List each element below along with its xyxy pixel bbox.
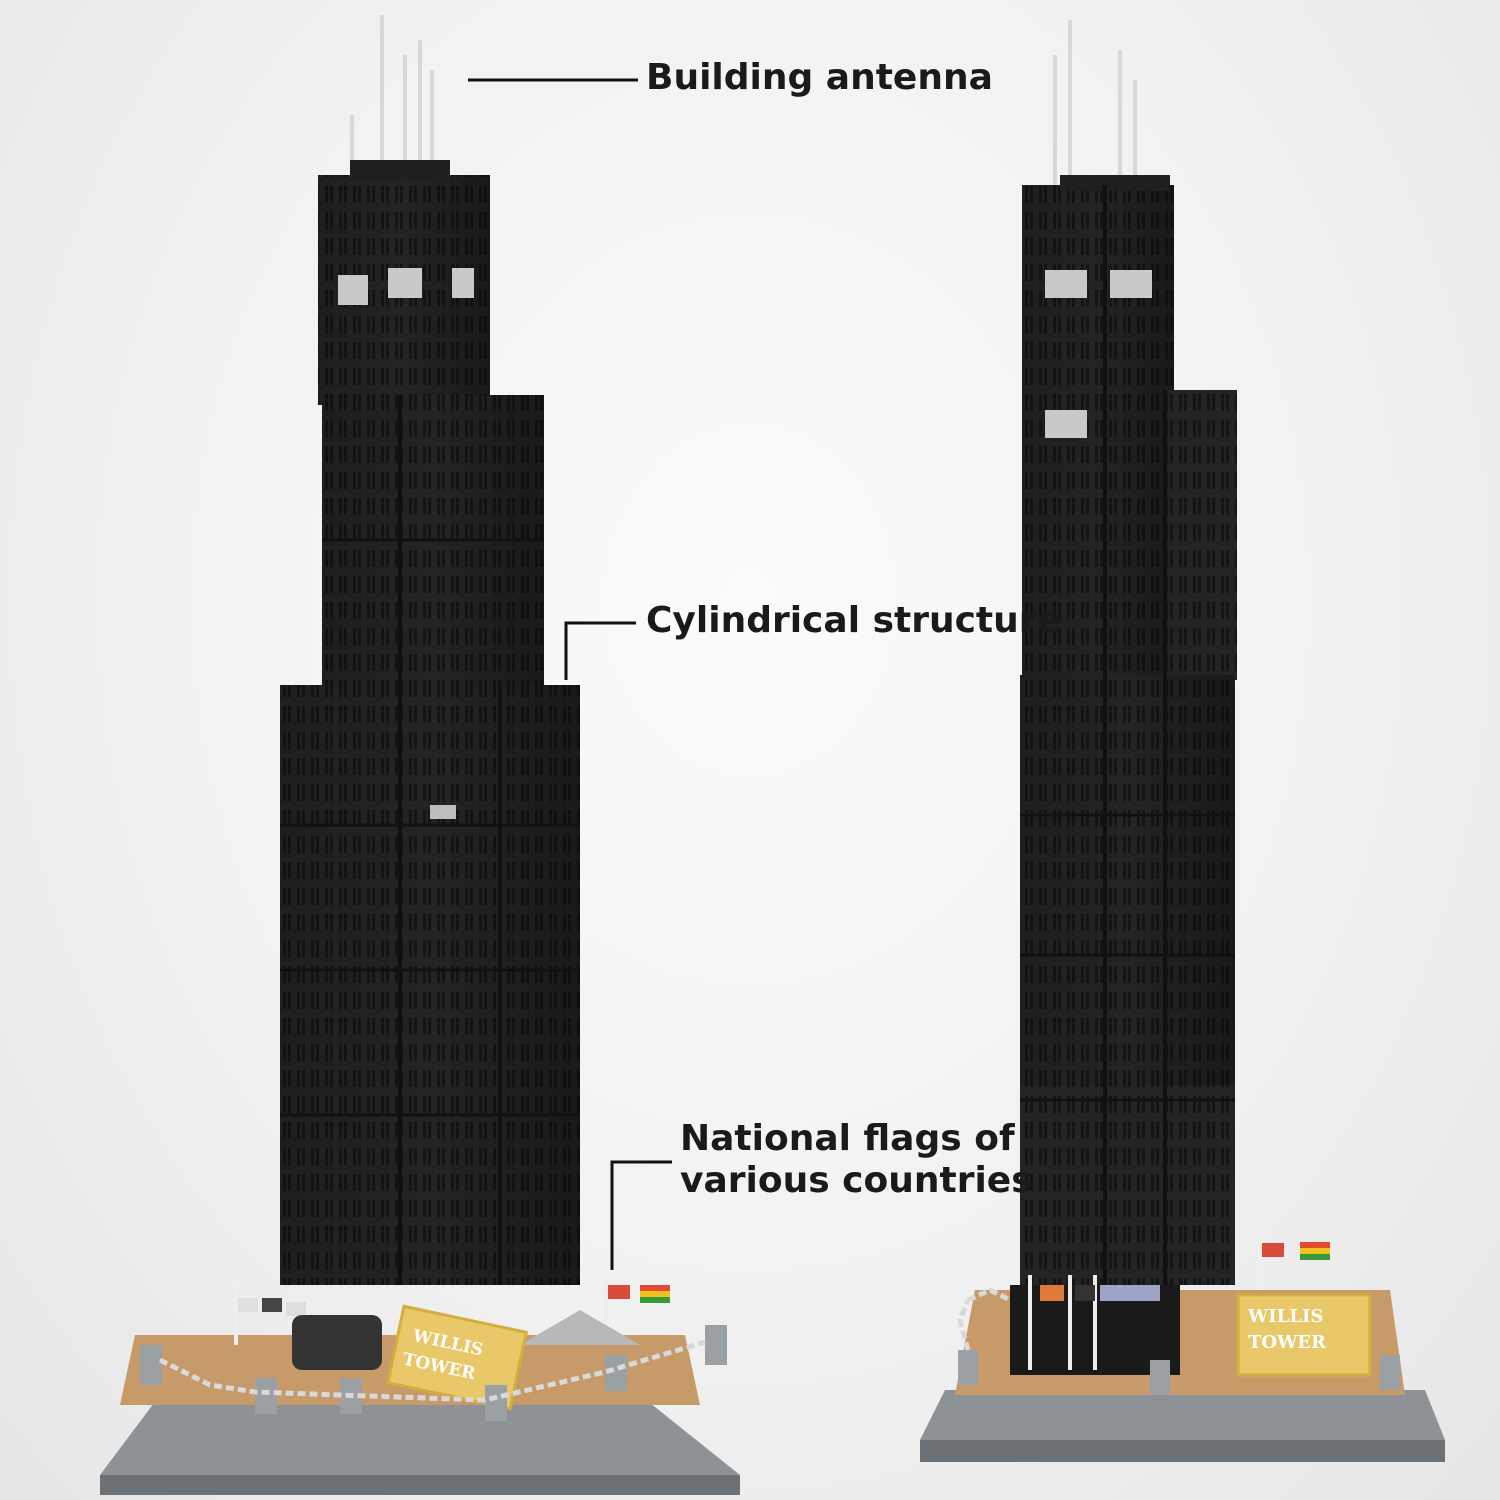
right-sign-line1: WILLIS (1247, 1306, 1323, 1327)
flags-callout-line2: various countries (680, 1160, 1033, 1201)
left-tower-model: WILLIS TOWER (100, 15, 740, 1495)
right-base-plate (920, 1390, 1445, 1440)
cylindrical-callout: Cylindrical structure (646, 600, 1061, 641)
right-sign: WILLIS TOWER (1236, 1293, 1372, 1377)
flags-callout: National flags of various countries (680, 1118, 1033, 1202)
flags-leader-line (610, 1160, 672, 1270)
right-sign-line2: TOWER (1248, 1332, 1327, 1353)
right-mid-segment (1165, 390, 1237, 680)
left-base-plate (100, 1395, 740, 1475)
antenna-callout: Building antenna (646, 57, 993, 98)
right-tower-model: WILLIS TOWER (920, 20, 1445, 1462)
left-sign: WILLIS TOWER (386, 1304, 529, 1411)
right-flags (1028, 1240, 1330, 1370)
right-chain-fence (958, 1350, 1400, 1395)
flags-callout-line1: National flags of (680, 1118, 1015, 1159)
right-antennas (1053, 20, 1137, 200)
left-entrance (292, 1315, 382, 1370)
left-flags (234, 1280, 670, 1345)
cylindrical-leader-line (564, 621, 636, 680)
